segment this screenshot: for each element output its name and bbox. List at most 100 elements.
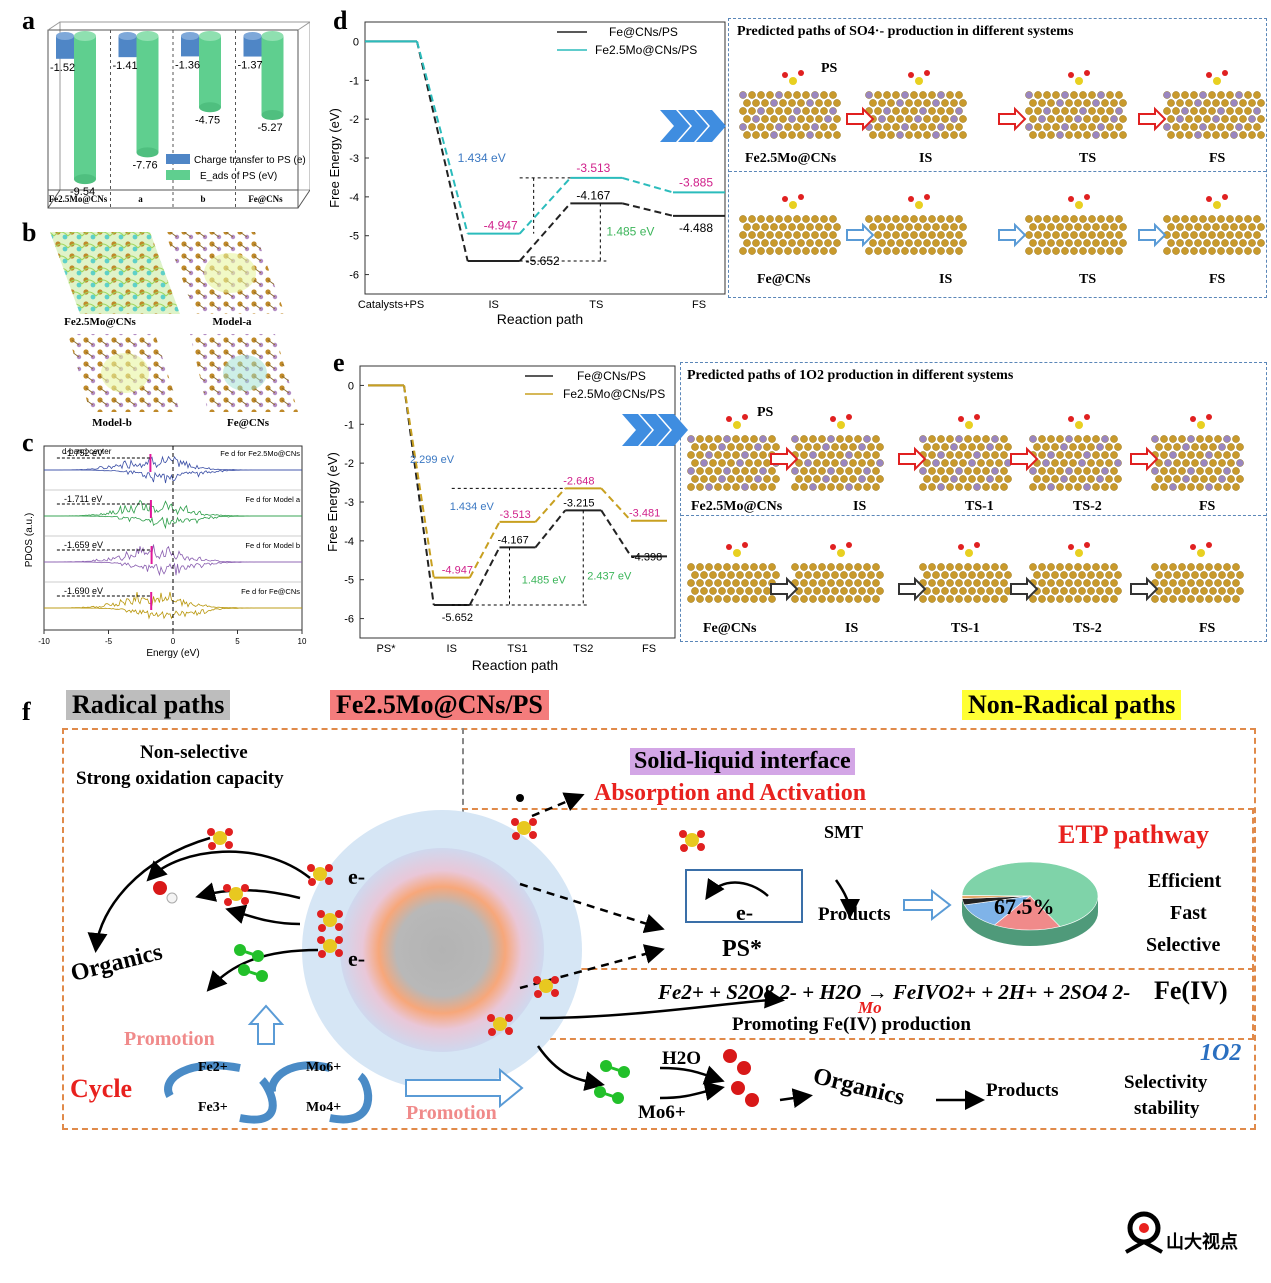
c-dband-label: d-band center xyxy=(62,447,112,456)
f-persulfate-mol xyxy=(493,1017,507,1031)
ytick: -3 xyxy=(344,497,354,509)
a-bar-charge-top xyxy=(118,32,137,40)
c-dband-value: -1.659 eV xyxy=(64,540,103,550)
f-interface: Solid-liquid interface xyxy=(630,748,855,775)
panel-a-chart: -1.52-9.54-1.41-7.76-1.36-4.75-1.37-5.27… xyxy=(47,21,310,209)
panel-f: Radical paths Fe2.5Mo@CNs/PS Non-Radical… xyxy=(0,688,1271,1138)
sulfur-atom xyxy=(965,421,973,429)
nonradical-header: Non-Radical paths xyxy=(962,690,1182,720)
f-persulfate-mol xyxy=(213,831,227,845)
energy-connector xyxy=(622,176,674,194)
path-arrow-icon xyxy=(1138,222,1167,248)
watermark-logo: 山大视点 xyxy=(1122,1202,1262,1278)
f-flow-arrow xyxy=(779,1088,813,1109)
f-cycle: Cycle xyxy=(70,1074,133,1103)
a-category: a xyxy=(138,194,143,204)
panel-label-b: b xyxy=(22,218,37,247)
sulfur-atom xyxy=(733,549,741,557)
f-flow-arrow xyxy=(705,877,769,901)
panel-label-c: c xyxy=(22,428,34,457)
ytick: -6 xyxy=(349,270,359,282)
legend-eads: E_ads of PS (eV) xyxy=(200,171,277,182)
f-core-sphere xyxy=(340,848,544,1052)
e-structures-title: Predicted paths of 1O2 production in dif… xyxy=(687,368,1014,383)
a-bar-eads-bottom xyxy=(199,102,221,113)
e-row2-ts1: TS-1 xyxy=(951,621,980,636)
f-singlet-oxygen xyxy=(731,1081,745,1095)
panel-label-a: a xyxy=(22,6,35,35)
path-arrow-icon xyxy=(1138,106,1167,132)
f-eminus-ps: e- xyxy=(736,900,754,925)
a-bar-eads xyxy=(261,36,284,116)
d-row1-fs: FS xyxy=(1209,151,1226,166)
a-bar-charge xyxy=(118,36,137,58)
xtick-category: TS1 xyxy=(507,643,527,655)
a-bar-eads-top xyxy=(199,31,221,41)
sulfur-atom xyxy=(789,77,797,85)
f-persulfate-mol xyxy=(685,833,699,847)
f-efficient: Efficient xyxy=(1148,870,1222,892)
a-bar-eads xyxy=(199,36,221,108)
caption-model-a: Model-a xyxy=(212,316,252,328)
xtick-category: PS* xyxy=(377,643,397,655)
legend-charge: Charge transfer to PS (e) xyxy=(194,155,306,166)
c-pdos-down xyxy=(44,515,302,530)
c-xtick: -5 xyxy=(105,637,113,646)
f-equation: Fe2+ + S2O8 2- + H2O → FeIVO2+ + 2H+ + 2… xyxy=(658,980,1131,1004)
f-etp-box xyxy=(462,808,1254,970)
energy-connector xyxy=(468,521,501,579)
energy-connector xyxy=(534,509,567,548)
f-flow-arrow xyxy=(539,988,785,1020)
f-flow-arrow xyxy=(195,882,301,902)
path-arrow-icon xyxy=(1010,446,1039,472)
c-series-name: Fe d for Fe2.5Mo@CNs xyxy=(220,449,300,458)
model-fe25mo xyxy=(50,232,180,314)
ytick: -4 xyxy=(344,536,354,548)
a-label-charge: -1.52 xyxy=(50,62,75,74)
f-ps-star: PS* xyxy=(722,936,763,962)
ytick: -6 xyxy=(344,614,354,626)
panel-d-structures: Predicted paths of SO4·- production in d… xyxy=(728,18,1267,298)
e-legend-mo: Fe2.5Mo@CNs/PS xyxy=(563,387,665,401)
d-label-fe-ts: -4.167 xyxy=(576,188,610,202)
f-flow-arrow xyxy=(659,1081,725,1101)
d-xlabel: Reaction path xyxy=(497,311,583,327)
d-label-mo-fs: -3.885 xyxy=(679,175,713,189)
pie-slice xyxy=(961,895,1031,899)
c-xtick: 0 xyxy=(171,637,176,646)
d-legend-fe: Fe@CNs/PS xyxy=(609,25,678,39)
f-selectivity: Selectivity xyxy=(1124,1072,1208,1093)
a-bar-eads-top xyxy=(136,31,159,41)
e-row2-cat: Fe@CNs xyxy=(703,621,757,636)
e-barrier-4: 2.437 eV xyxy=(587,571,632,583)
e-arrow-icon xyxy=(622,414,688,446)
e-row1-is: IS xyxy=(853,499,867,514)
sulfur-atom xyxy=(1075,421,1083,429)
c-xtick: 5 xyxy=(235,637,240,646)
e-barrier-2: 1.434 eV xyxy=(450,501,495,513)
f-promotion-bottom: Promotion xyxy=(406,1102,497,1124)
c-series-name: Fe d for Model b xyxy=(245,541,300,550)
e-ylabel: Free Energy (eV) xyxy=(325,452,340,552)
energy-connector xyxy=(468,546,501,606)
f-mo6b: Mo6+ xyxy=(638,1102,686,1123)
f-eminus-2: e- xyxy=(348,946,366,971)
d-row1-ts: TS xyxy=(1079,151,1097,166)
ps-star-box xyxy=(685,869,803,923)
d-arrow-icon xyxy=(660,110,726,142)
path-arrow-icon xyxy=(846,222,875,248)
f-flow-arrow xyxy=(519,882,665,934)
sulfur-atom xyxy=(1213,201,1221,209)
a-label-charge: -1.37 xyxy=(238,60,263,72)
energy-connector xyxy=(534,487,566,523)
c-dband-value: -1.711 eV xyxy=(64,494,102,504)
f-outer-box xyxy=(62,728,1256,1130)
a-bar-eads-bottom xyxy=(74,174,96,185)
d-label-fe-is: -5.652 xyxy=(526,254,560,268)
f-products-etp: Products xyxy=(818,904,891,925)
a-bar-eads-bottom xyxy=(136,147,159,158)
f-flow-arrow xyxy=(87,836,211,953)
panel-label-e: e xyxy=(333,348,345,377)
f-persulfate-mol xyxy=(323,913,337,927)
